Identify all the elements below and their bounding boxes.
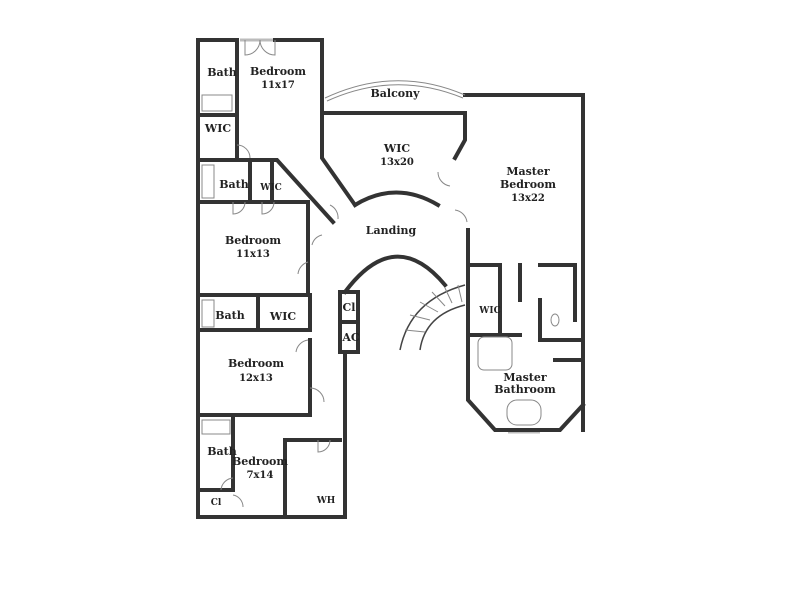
room-size: 11x17: [261, 80, 295, 91]
room-size: 13x22: [511, 193, 545, 204]
room-label-master-bedroom: Bedroom: [500, 178, 556, 191]
walls: [196, 38, 586, 519]
room-label-bath: Bath: [207, 66, 237, 79]
fixtures: [201, 94, 560, 435]
room-label-wic: WIC: [383, 142, 410, 155]
room-label-master-bedroom: Master: [506, 165, 550, 178]
room-label-bath: Bath: [219, 178, 249, 191]
room-label-wic: WIC: [269, 310, 296, 323]
room-size: 7x14: [247, 470, 274, 481]
balcony-railing: [324, 80, 466, 99]
room-label-master-bathroom: Bathroom: [494, 383, 556, 396]
room-size: 12x13: [239, 373, 273, 384]
room-label-wic: WIC: [259, 183, 281, 193]
room-size: 11x13: [236, 249, 270, 260]
room-label-bedroom: Bedroom: [250, 65, 306, 78]
room-label-wic: WIC: [204, 122, 231, 135]
room-label-bedroom: Bedroom: [228, 357, 284, 370]
room-label-balcony: Balcony: [370, 87, 420, 100]
room-label-closet: Cl: [343, 301, 356, 314]
balcony-railing: [326, 84, 464, 102]
room-label-bedroom: Bedroom: [232, 455, 288, 468]
room-size: 13x20: [380, 157, 414, 168]
room-label-bath: Bath: [215, 309, 245, 322]
room-label-bath: Bath: [207, 445, 237, 458]
room-label-closet: Cl: [211, 498, 222, 508]
room-label-master-bathroom: Master: [503, 371, 547, 384]
room-label-landing: Landing: [366, 224, 417, 237]
room-label-bedroom: Bedroom: [225, 234, 281, 247]
door-swings: [220, 39, 468, 508]
room-label-ac: AC: [341, 331, 360, 344]
room-label-wic: WIC: [478, 306, 500, 316]
spiral-staircase: [399, 284, 466, 351]
room-label-water-heater: WH: [316, 496, 336, 506]
